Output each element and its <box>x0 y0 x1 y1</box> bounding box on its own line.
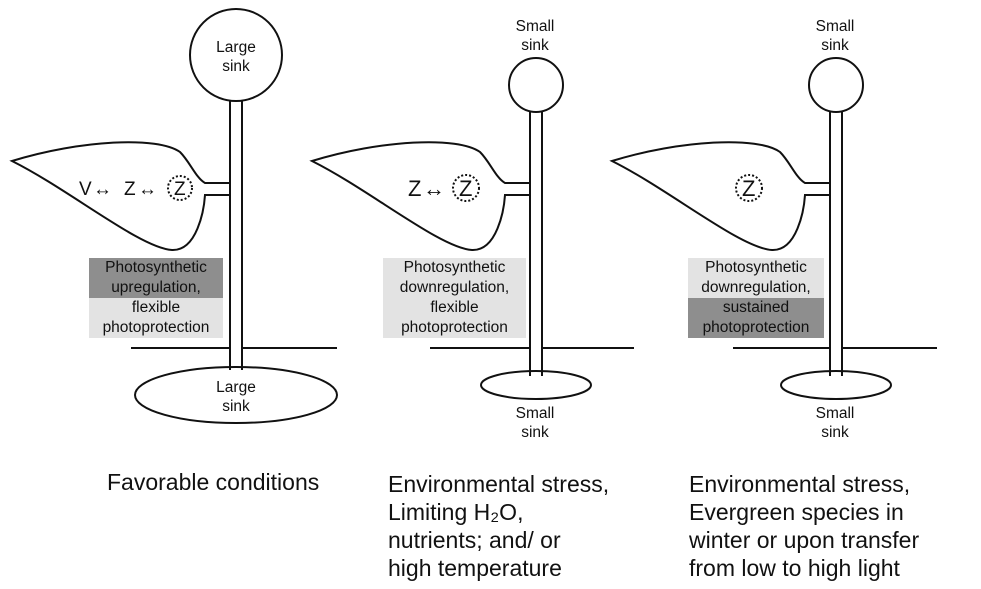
caption-line: Limiting H₂O, <box>388 499 524 525</box>
caption-line: high temperature <box>388 555 562 581</box>
bottom-sink-1 <box>134 366 338 424</box>
bottom-sink-2 <box>480 370 592 400</box>
top-sink-1 <box>189 8 283 102</box>
leaf-2 <box>309 141 530 252</box>
zeaxanthin-halo-2 <box>452 174 480 202</box>
caption-line: Environmental stress, <box>388 471 610 497</box>
box-line: flexible <box>89 298 223 318</box>
box-line: Photosynthetic <box>688 258 824 278</box>
leaf-equation-3: Z <box>742 176 755 201</box>
box-line: photoprotection <box>89 318 223 338</box>
box-line: sustained <box>688 298 824 318</box>
caption-line: from low to high light <box>689 555 900 581</box>
plant-2 <box>309 57 634 400</box>
leaf-1 <box>9 141 230 252</box>
caption-line: Environmental stress, <box>689 471 911 497</box>
bottom-sink-3 <box>780 370 892 400</box>
caption-line: Favorable conditions <box>107 469 320 495</box>
caption-line: Evergreen species in <box>689 499 904 525</box>
top-sink-2 <box>508 57 564 113</box>
leaf-equation-1: V ↔ Z ↔ Z <box>79 179 186 200</box>
box-line: downregulation, <box>688 278 824 298</box>
zeaxanthin-halo-1 <box>167 175 193 201</box>
box-line: upregulation, <box>89 278 223 298</box>
leaf-equation-2: Z ↔ Z <box>408 176 472 201</box>
caption-line: nutrients; and/ or <box>388 527 561 553</box>
caption-2: Environmental stress, Limiting H₂O, nutr… <box>388 470 609 582</box>
plant-3 <box>609 57 937 400</box>
status-box-1: Photosynthetic upregulation, flexible ph… <box>89 258 223 338</box>
caption-line: winter or upon transfer <box>689 527 920 553</box>
top-sink-3 <box>808 57 864 113</box>
box-line: Photosynthetic <box>383 258 526 278</box>
status-box-3: Photosynthetic downregulation, sustained… <box>688 258 824 338</box>
caption-1: Favorable conditions <box>107 468 319 496</box>
leaf-3 <box>609 141 830 252</box>
box-line: photoprotection <box>383 318 526 338</box>
plant-1 <box>9 8 338 424</box>
status-box-2: Photosynthetic downregulation, flexible … <box>383 258 526 338</box>
zeaxanthin-halo-3 <box>735 174 763 202</box>
caption-3: Environmental stress, Evergreen species … <box>689 470 919 582</box>
box-line: photoprotection <box>688 318 824 338</box>
box-line: Photosynthetic <box>89 258 223 278</box>
box-line: flexible <box>383 298 526 318</box>
box-line: downregulation, <box>383 278 526 298</box>
